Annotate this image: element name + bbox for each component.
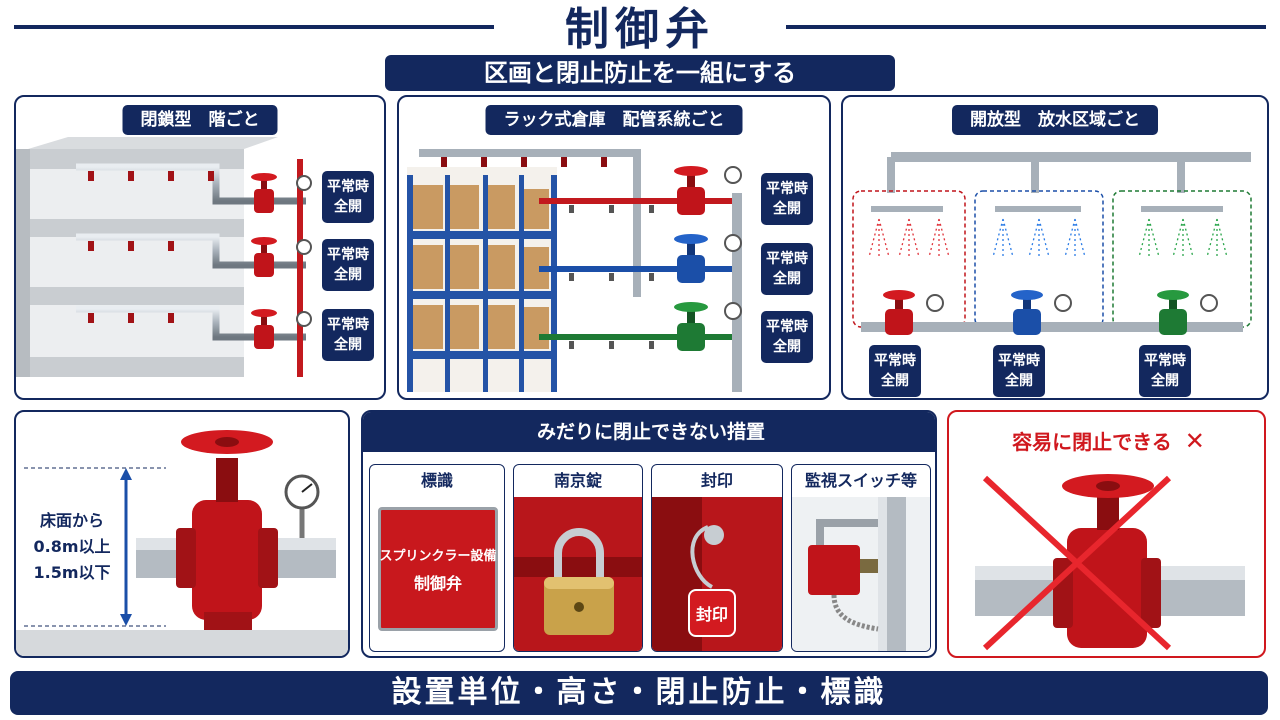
badge-system-green: 平常時全開 <box>761 311 813 363</box>
measure-label-monitor-switch: 監視スイッチ等 <box>804 471 917 490</box>
rack-illustration <box>407 149 742 392</box>
warehouse-racks <box>407 167 557 392</box>
badge-floor-2: 平常時全開 <box>322 239 374 291</box>
title-rule-right <box>786 25 1266 29</box>
panel-closed-label: 閉鎖型 階ごと <box>122 105 278 135</box>
badge-system-red: 平常時全開 <box>761 173 813 225</box>
wrong-heading: 容易に閉止できる ✕ <box>1012 427 1205 455</box>
zones-illustration <box>852 152 1252 335</box>
panel-easy-close-wrong: 容易に閉止できる ✕ <box>947 410 1266 658</box>
panel-closing-measures: みだりに閉止できない措置 標識 スプリンクラー設備 制御弁 南京錠 封印 封印 … <box>361 410 937 658</box>
cross-icon: ✕ <box>1184 427 1205 455</box>
height-valve-illustration <box>16 430 348 656</box>
floor-valves <box>251 173 277 349</box>
valve-sign: スプリンクラー設備 制御弁 <box>378 507 498 631</box>
badge-floor-3: 平常時全開 <box>322 309 374 361</box>
cross-line-2 <box>982 475 1172 651</box>
measure-card-sign: 標識 スプリンクラー設備 制御弁 <box>369 464 505 652</box>
monitor-switch-icon <box>792 497 930 651</box>
measure-label-seal: 封印 <box>700 471 733 490</box>
building-illustration <box>16 137 312 377</box>
badge-zone-red: 平常時全開 <box>869 345 921 397</box>
measure-label-sign: 標識 <box>420 471 453 490</box>
panel-rack-label: ラック式倉庫 配管系統ごと <box>485 105 743 135</box>
panel-open-per-zone: 開放型 放水区域ごと 平常時全開 平常時全開 平常時全開 <box>841 95 1269 400</box>
footer-summary: 設置単位・高さ・閉止防止・標識 <box>10 671 1268 715</box>
pressure-gauges <box>296 175 312 327</box>
seal-tag: 封印 <box>688 589 736 637</box>
badge-floor-1: 平常時全開 <box>322 171 374 223</box>
measure-card-seal: 封印 封印 <box>651 464 783 652</box>
wrong-valve-illustration <box>975 474 1245 651</box>
measures-title: みだりに閉止できない措置 <box>363 412 935 452</box>
panel-closed-per-floor: 閉鎖型 階ごと 平常時全開 平常時全開 平常時全開 <box>14 95 386 400</box>
badge-system-blue: 平常時全開 <box>761 243 813 295</box>
padlock-icon <box>514 497 642 651</box>
panel-rack-per-system: ラック式倉庫 配管系統ごと 平常時全開 平常時全開 平常時全開 <box>397 95 831 400</box>
measure-label-padlock: 南京錠 <box>553 471 602 490</box>
sprinkler-heads <box>88 171 214 323</box>
panel-open-label: 開放型 放水区域ごと <box>952 105 1158 135</box>
page-title: 制御弁 <box>565 4 715 55</box>
badge-zone-green: 平常時全開 <box>1139 345 1191 397</box>
title-rule-left <box>14 25 494 29</box>
badge-zone-blue: 平常時全開 <box>993 345 1045 397</box>
page-subtitle: 区画と閉止防止を一組にする <box>385 55 895 91</box>
measure-card-padlock: 南京錠 <box>513 464 643 652</box>
measure-card-monitor-switch: 監視スイッチ等 <box>791 464 931 652</box>
height-range-text: 床面から 0.8m以上 1.5m以下 <box>24 508 120 586</box>
panel-install-height: 床面から 0.8m以上 1.5m以下 <box>14 410 350 658</box>
zone-blue <box>974 190 1104 328</box>
system-valves <box>674 166 708 351</box>
